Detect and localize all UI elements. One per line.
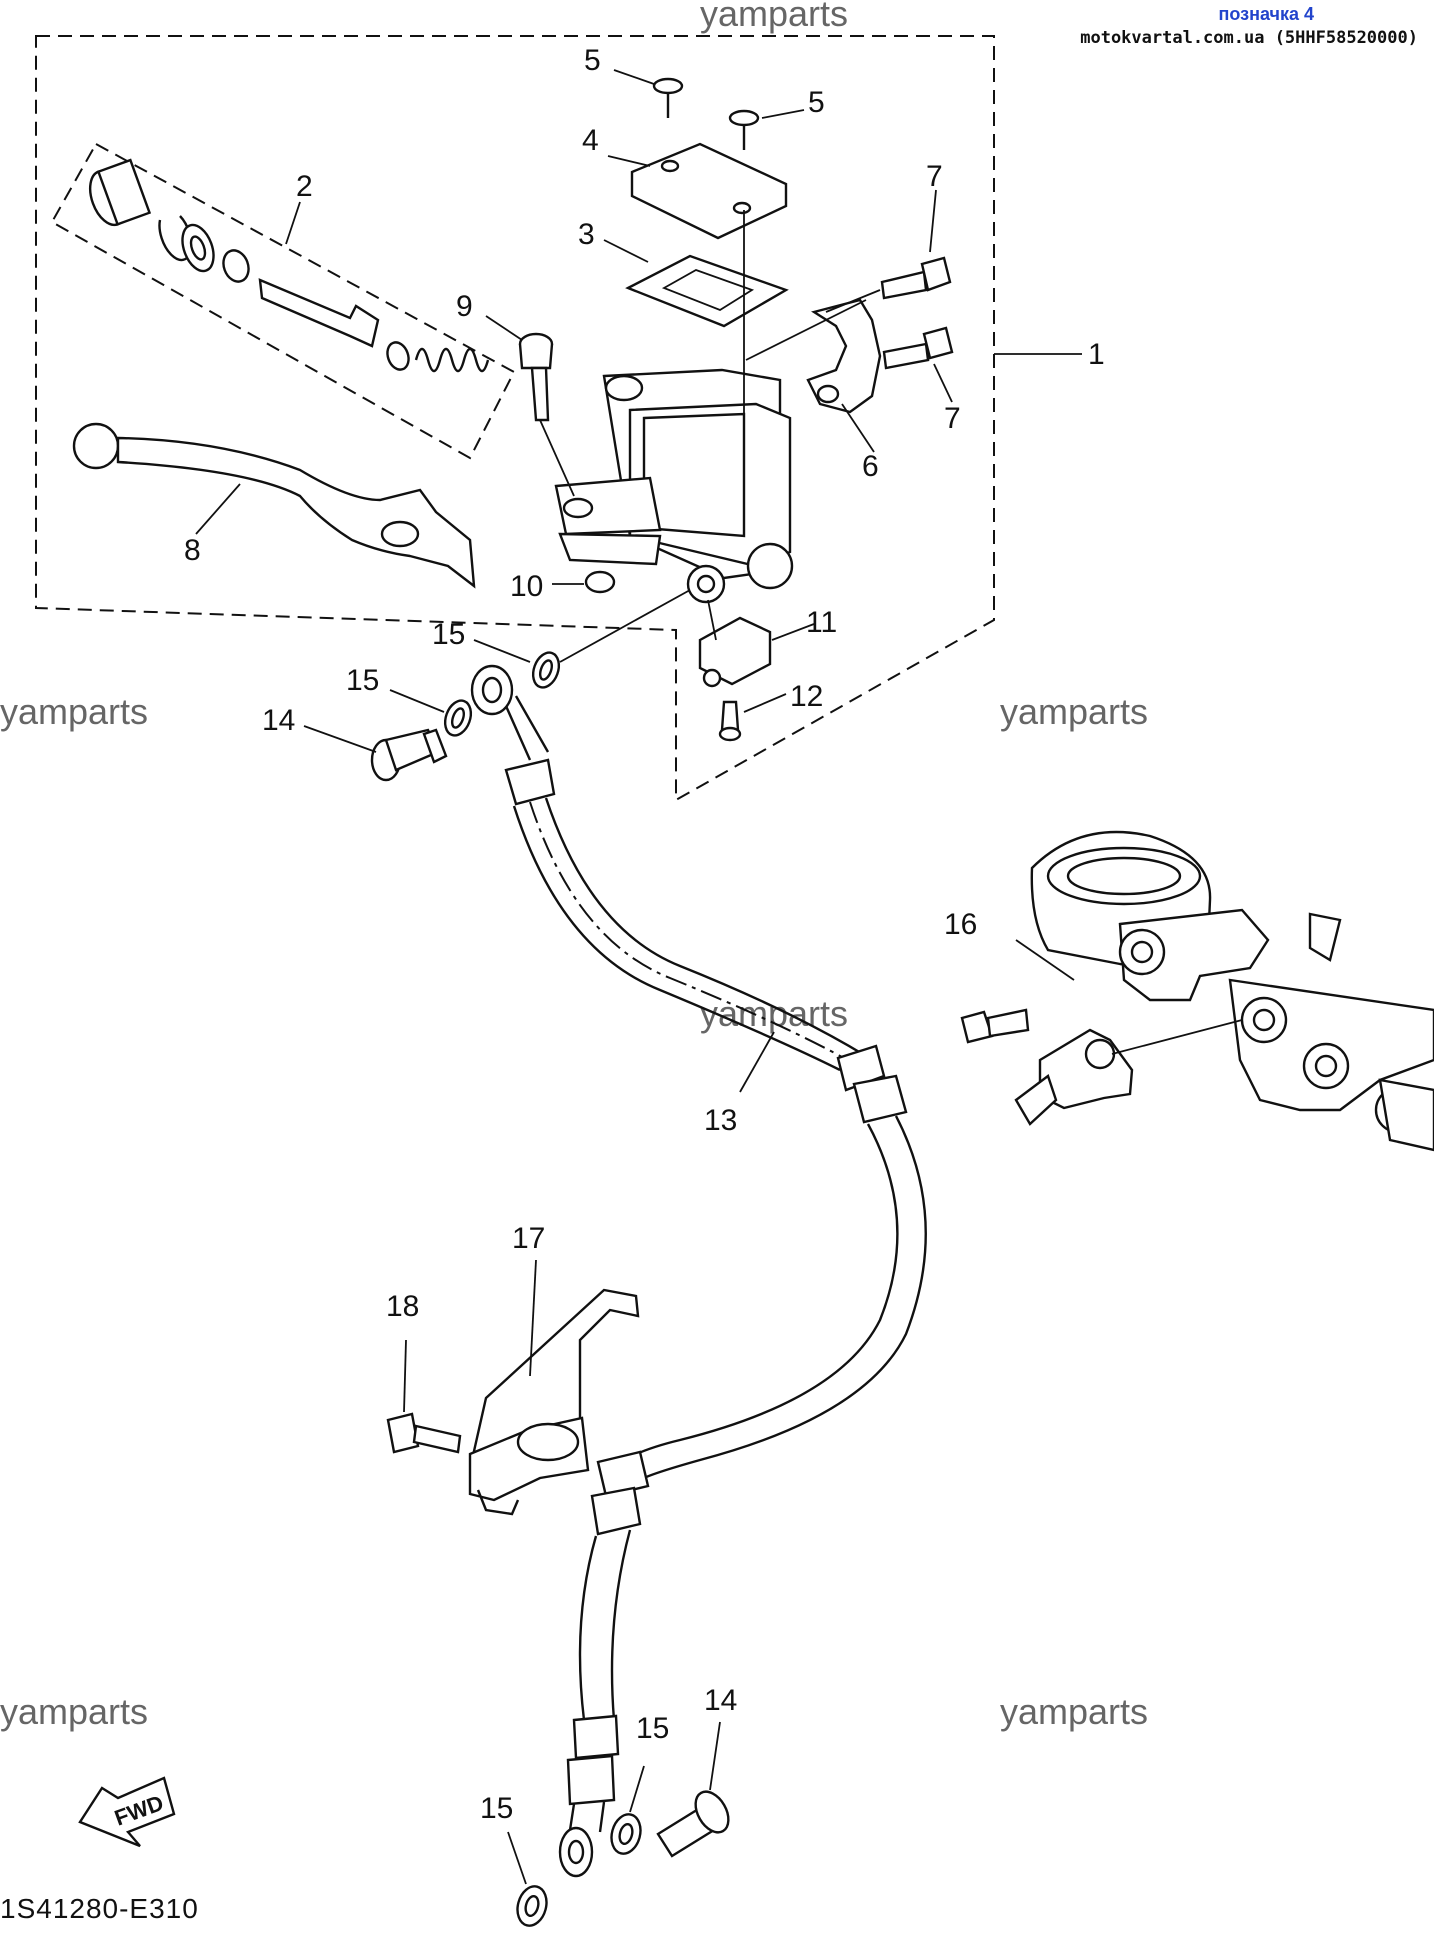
callout-7b: 7 [944, 402, 961, 435]
leader-7b [933, 363, 953, 403]
callout-8: 8 [184, 534, 201, 567]
leader-15c [629, 1765, 645, 1813]
callout-6: 6 [862, 450, 879, 483]
header-badge: позначка 4 [1218, 4, 1315, 24]
switch-screw [720, 700, 740, 732]
leader-5b [761, 109, 805, 119]
piston-kit [88, 158, 490, 373]
callout-3: 3 [578, 218, 595, 251]
callout-4: 4 [582, 124, 599, 157]
leader-17 [529, 1259, 537, 1377]
master-cylinder-body [554, 368, 794, 604]
washer-lower-a [610, 1813, 642, 1855]
watermark: yamparts [1000, 1691, 1148, 1732]
leader-7a [929, 189, 937, 253]
watermark: yamparts [700, 0, 848, 34]
callout-12: 12 [790, 680, 823, 713]
fwd-arrow-icon: FWD [78, 1776, 176, 1848]
leader-4 [607, 155, 651, 167]
bolt-axis [539, 419, 575, 497]
watermark: yamparts [700, 993, 848, 1034]
watermark: yamparts [1000, 691, 1148, 732]
callout-18: 18 [386, 1290, 419, 1323]
callout-5b: 5 [808, 86, 825, 119]
leader-16 [1015, 939, 1075, 981]
callout-15a: 15 [432, 618, 465, 651]
watermark: yamparts [0, 1691, 148, 1732]
brake-hose [470, 664, 927, 1878]
diagram-code: 1S41280-E310 [0, 1893, 199, 1924]
bracket-bolt [386, 1412, 462, 1454]
piston-kit-boundary [50, 142, 516, 460]
header-site: motokvartal.com.ua (5HHF58520000) [1080, 28, 1418, 48]
callout-15c: 15 [636, 1712, 669, 1745]
washer-upper-b [443, 699, 473, 737]
callout-13: 13 [704, 1104, 737, 1137]
callout-11: 11 [806, 606, 837, 639]
bracket-axis [1111, 1019, 1243, 1055]
clamp-axis [745, 299, 867, 361]
callout-17: 17 [512, 1222, 545, 1255]
brake-lever [72, 422, 476, 589]
leader-2 [285, 201, 301, 245]
pivot-bolt [518, 332, 554, 422]
callout-15d: 15 [480, 1792, 513, 1825]
callout-7a: 7 [926, 160, 943, 193]
banjo-axis [559, 589, 691, 663]
callout-10: 10 [510, 570, 543, 603]
cap-screws [652, 77, 760, 150]
banjo-bolt-lower [656, 1790, 730, 1858]
washer-upper-a [531, 651, 561, 689]
leader-3 [603, 239, 649, 263]
leader-14a [303, 725, 377, 753]
leader-11 [771, 623, 815, 641]
clamp-bolts [880, 256, 954, 370]
leader-15d [507, 1831, 527, 1885]
hose-bracket [468, 1288, 640, 1516]
callout-14a: 14 [262, 704, 295, 737]
pivot-nut [584, 570, 616, 594]
banjo-bolt-upper [370, 728, 448, 782]
reservoir-cap [630, 142, 788, 240]
washer-lower-b [516, 1885, 548, 1927]
leader-14b [709, 1721, 721, 1791]
handlebar-clamp [806, 298, 882, 414]
leader-6 [841, 403, 875, 453]
leader-15b [389, 689, 445, 713]
watermark: yamparts [0, 691, 148, 732]
callout-9: 9 [456, 290, 473, 323]
leader-13 [739, 1031, 775, 1093]
bolt-axis-7 [825, 289, 881, 313]
leader-8 [195, 483, 241, 535]
assembly-boundary [35, 35, 995, 802]
reservoir-diaphragm [625, 254, 789, 328]
callout-14b: 14 [704, 1684, 737, 1717]
leader-18 [403, 1339, 407, 1413]
frame-section [1030, 830, 1434, 1152]
leader-12 [743, 693, 787, 713]
callout-15b: 15 [346, 664, 379, 697]
leader-15a [473, 639, 531, 663]
callout-5a: 5 [584, 44, 601, 77]
callout-16: 16 [944, 908, 977, 941]
frame-bracket [960, 1008, 1134, 1126]
leader-5a [613, 69, 655, 85]
leader-9 [485, 315, 523, 341]
switch-axis [707, 599, 717, 641]
brake-switch [698, 616, 772, 686]
callout-1: 1 [1088, 338, 1105, 371]
callout-2: 2 [296, 170, 313, 203]
